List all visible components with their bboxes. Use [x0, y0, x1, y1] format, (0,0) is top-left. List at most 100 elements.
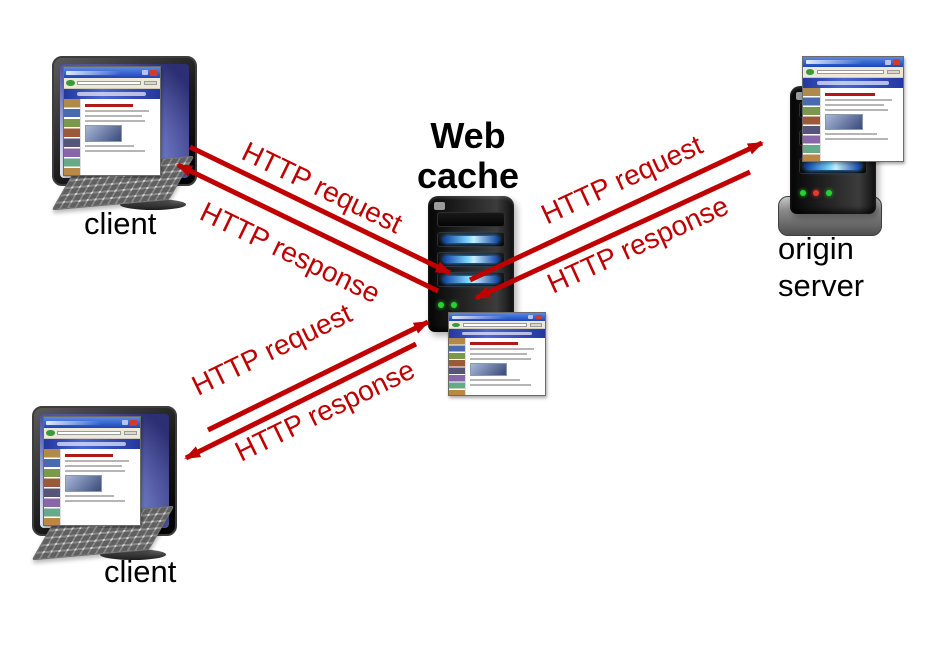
browser-address-bar	[77, 80, 142, 86]
webpage-main-column	[466, 338, 545, 395]
web-cache-label-line1: Web	[430, 115, 506, 156]
browser-toolbar	[63, 78, 160, 89]
browser-address-bar	[57, 430, 122, 436]
origin-label-line2: server	[778, 268, 865, 304]
webpage-text-line	[470, 353, 527, 356]
webpage-main-column	[821, 88, 903, 161]
monitor-screen	[40, 414, 169, 528]
label-http-request-bottom: HTTP request	[186, 297, 357, 402]
webpage-photo	[84, 125, 122, 143]
origin-server-label: origin server	[778, 230, 864, 304]
webpage-text-line	[84, 110, 149, 113]
monitor-base	[100, 549, 166, 560]
webpage-text-line	[470, 348, 535, 351]
client-label-bottom: client	[104, 554, 177, 589]
webpage-thumbnail-column	[43, 449, 61, 525]
power-button	[434, 202, 445, 210]
monitor-screen	[60, 64, 189, 178]
green-led	[800, 190, 806, 196]
webpage-text-line	[64, 495, 115, 498]
webpage-text-line	[64, 500, 126, 503]
webpage-headline	[470, 342, 519, 346]
webpage-headline	[84, 104, 134, 108]
webpage-text-line	[825, 104, 885, 107]
webpage-text-line	[470, 383, 531, 386]
browser-toolbar	[803, 67, 903, 78]
browser-search-box	[529, 323, 543, 327]
browser-minimize-icon	[527, 315, 534, 320]
webpage-text-line	[64, 470, 126, 473]
browser-close-icon	[893, 59, 900, 66]
drive-bay-lit	[437, 232, 505, 247]
client-computer-bottom	[20, 398, 200, 578]
webpage-content	[43, 449, 140, 525]
browser-back-icon	[451, 322, 460, 327]
browser-window-screenshot	[42, 416, 141, 526]
browser-close-icon	[150, 69, 157, 76]
webpage-text-line	[84, 150, 146, 153]
drive-bay-lit	[799, 158, 867, 174]
webpage-banner	[449, 329, 545, 338]
webpage-thumbnail-column	[803, 88, 821, 161]
webpage-text-line	[84, 120, 146, 123]
origin-label-line1: origin	[778, 231, 854, 266]
webpage-text-line	[825, 109, 888, 112]
webpage-content	[63, 99, 160, 175]
browser-minimize-icon	[142, 69, 148, 76]
browser-minimize-icon	[122, 419, 128, 426]
webpage-thumbnail-column	[449, 337, 467, 395]
webpage-headline	[64, 454, 114, 458]
webpage-text-line	[470, 378, 520, 381]
browser-back-icon	[46, 430, 55, 436]
drive-bays	[437, 212, 505, 292]
browser-titlebar	[43, 417, 140, 428]
web-cache-label-line2: cache	[416, 155, 520, 197]
status-leds	[438, 302, 457, 308]
browser-title-text	[46, 420, 120, 425]
browser-titlebar	[803, 57, 903, 68]
status-leds	[800, 190, 832, 196]
browser-toolbar	[43, 428, 140, 439]
webpage-text-line	[64, 460, 129, 463]
webpage-main-column	[81, 99, 160, 174]
webpage-banner	[63, 88, 160, 100]
browser-search-box	[144, 80, 157, 86]
web-cache-label: Web cache	[398, 115, 538, 197]
webpage-text-line	[825, 138, 888, 141]
webpage-text-line	[84, 145, 135, 148]
webpage-text-line	[470, 358, 531, 361]
browser-close-icon	[130, 419, 137, 426]
browser-close-icon	[535, 314, 543, 320]
green-led	[451, 302, 457, 308]
webpage-text-line	[825, 99, 892, 102]
monitor-base	[120, 199, 186, 210]
browser-titlebar	[63, 67, 160, 78]
browser-title-text	[451, 315, 525, 319]
webpage-photo	[825, 114, 864, 131]
browser-address-bar	[817, 69, 885, 75]
webpage-thumbnail-column	[63, 99, 81, 175]
red-led	[813, 190, 819, 196]
drive-bay-lit	[437, 252, 505, 267]
webpage-main-column	[61, 449, 140, 524]
webpage-text-line	[64, 465, 122, 468]
browser-window-screenshot	[62, 66, 161, 176]
webpage-banner	[43, 438, 140, 450]
browser-address-bar	[462, 323, 527, 327]
origin-browser-screenshot	[802, 56, 904, 162]
green-led	[826, 190, 832, 196]
browser-titlebar	[449, 313, 545, 322]
monitor	[52, 56, 197, 186]
webpage-headline	[825, 93, 876, 97]
webpage-photo	[470, 363, 508, 376]
power-button	[796, 92, 807, 100]
drive-bay-lit	[437, 272, 505, 287]
client-label-top: client	[84, 206, 157, 241]
webpage-content	[803, 88, 903, 161]
green-led	[438, 302, 444, 308]
browser-title-text	[66, 70, 140, 75]
webpage-text-line	[825, 133, 877, 136]
browser-minimize-icon	[884, 59, 891, 65]
webpage-photo	[64, 475, 102, 493]
